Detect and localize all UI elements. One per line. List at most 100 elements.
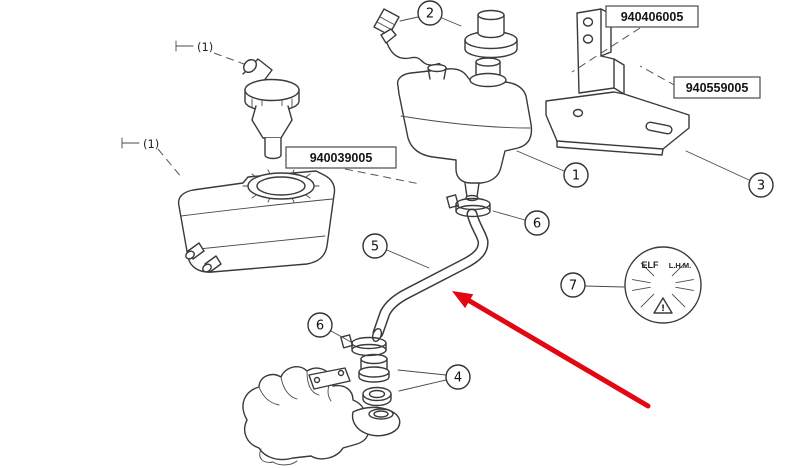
bolt-hole <box>582 17 594 27</box>
ref-label-upper: (1) <box>175 40 245 65</box>
pn-text: 940039005 <box>310 151 373 165</box>
cap-grade-text: L.H.M. <box>669 261 692 270</box>
leader-6-lower <box>330 330 352 343</box>
hose <box>371 208 489 342</box>
hose-fill <box>374 210 488 337</box>
ribbed-cap-inner <box>256 176 306 196</box>
ref-label-upper-text: (1) <box>197 40 213 54</box>
leader-1 <box>516 150 565 172</box>
grommet-bore <box>368 389 386 399</box>
ref-leader <box>157 148 183 179</box>
part-number-box-940039005[interactable]: 940039005 <box>285 146 397 169</box>
pn-box-frame <box>673 76 761 99</box>
hose-port <box>368 408 394 420</box>
body-crease <box>188 235 326 251</box>
callout-2[interactable]: 2 <box>417 0 443 26</box>
arrow-head <box>452 291 474 309</box>
base-plate-edge <box>556 140 664 156</box>
callout-3[interactable]: 3 <box>748 172 774 198</box>
hose-open-end <box>371 328 383 342</box>
callout-circle <box>560 272 586 298</box>
connector-tip <box>380 28 397 44</box>
manifold-flange <box>308 367 351 390</box>
callout-circle <box>307 312 333 338</box>
callout-6-lower[interactable]: 6 <box>307 312 333 338</box>
sensor-cable <box>386 42 441 66</box>
ref-label-lower-text: (1) <box>143 137 159 151</box>
bolt-hole <box>582 34 594 44</box>
filler-cap-top <box>475 57 501 67</box>
intake-manifold <box>242 366 401 466</box>
clamp-band-side <box>351 342 387 351</box>
pn-text: 940406005 <box>621 10 684 24</box>
nipple-end <box>202 263 212 273</box>
warning-triangle-icon <box>653 297 673 314</box>
hose-clamp-upper <box>446 194 491 218</box>
bracket-fold <box>613 58 625 95</box>
leader-3 <box>685 150 750 181</box>
spout-opening <box>243 59 257 73</box>
callout-circle <box>445 364 471 390</box>
fitting-top <box>360 353 388 365</box>
connector-rib <box>376 21 393 31</box>
clamp-band <box>351 336 387 350</box>
main-reservoir <box>396 57 533 202</box>
runner-line <box>306 370 320 396</box>
manifold-body <box>242 366 370 461</box>
reservoir-body <box>396 68 533 184</box>
hose-clamp-lower <box>340 334 387 357</box>
left-reservoir <box>177 169 336 273</box>
hose-outline <box>372 208 489 339</box>
fitting-flange <box>358 366 390 378</box>
callout-number: 4 <box>454 371 462 386</box>
bracket-slot <box>645 121 673 135</box>
pn-leader <box>639 65 677 87</box>
leader-4a <box>397 369 447 376</box>
runner-line <box>258 386 280 406</box>
pn-text: 940559005 <box>686 81 749 95</box>
part-number-box-940406005[interactable]: 940406005 <box>605 5 699 28</box>
pn-leader <box>571 27 641 73</box>
callout-number: 7 <box>569 279 577 294</box>
lower-lobe <box>259 448 298 466</box>
elbow-fitting <box>358 353 392 407</box>
leader-2a <box>399 16 419 22</box>
arrow-shaft <box>465 297 651 409</box>
clamp-band <box>351 343 387 357</box>
body-crease <box>180 198 334 217</box>
hose-port-bore <box>373 410 389 418</box>
leader-2b <box>441 17 462 27</box>
callout-circle <box>524 210 550 236</box>
ref-label-lower: (1) <box>121 137 183 179</box>
pn-leader <box>344 168 421 185</box>
bolt-hole <box>572 108 584 118</box>
flange-hole <box>313 376 321 384</box>
ref-leader <box>213 52 245 65</box>
part-number-callouts: 940406005 940559005 940039005 <box>285 5 761 185</box>
cap-cylinder <box>477 14 505 39</box>
bracket-base-plate <box>545 91 690 150</box>
filler-neck-flange <box>469 72 507 88</box>
callout-number: 2 <box>426 7 434 22</box>
part-number-box-940559005[interactable]: 940559005 <box>673 76 761 99</box>
connector-rib <box>379 16 396 26</box>
callout-circle <box>748 172 774 198</box>
pn-box-frame <box>285 146 397 169</box>
cap-spokes <box>632 262 694 308</box>
cap-top <box>244 78 300 102</box>
callout-circle <box>563 162 589 188</box>
callout-7[interactable]: 7 <box>560 272 586 298</box>
callout-number: 5 <box>371 240 379 255</box>
funnel-neck <box>251 105 293 139</box>
runner-line <box>280 376 298 400</box>
grommet <box>362 386 392 407</box>
callout-number: 1 <box>572 169 580 184</box>
callout-5[interactable]: 5 <box>362 233 388 259</box>
filler-neck-assembly <box>242 58 300 160</box>
grommet-outer <box>362 386 392 402</box>
callout-6-upper[interactable]: 6 <box>524 210 550 236</box>
callout-1[interactable]: 1 <box>563 162 589 188</box>
callout-4[interactable]: 4 <box>445 364 471 390</box>
